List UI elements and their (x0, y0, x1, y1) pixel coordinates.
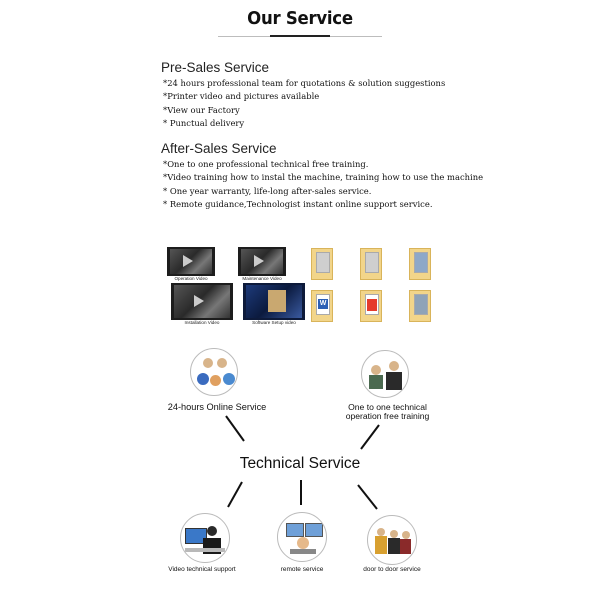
folder-icon[interactable] (360, 248, 382, 280)
play-icon (194, 295, 204, 307)
maintenance-video-thumbnail[interactable] (238, 247, 286, 276)
play-icon (183, 255, 193, 267)
presales-item: *24 hours professional team for quotatio… (163, 78, 446, 88)
folder-icon[interactable] (311, 248, 333, 280)
technical-service-title: Technical Service (239, 455, 361, 472)
video-support-label: Video technical support (168, 566, 236, 573)
training-label-line2: operation free training (345, 411, 430, 421)
play-icon (254, 255, 264, 267)
aftersales-item: * Remote guidance,Technologist instant o… (163, 198, 433, 209)
connector-line (227, 481, 243, 508)
connector-line (360, 424, 380, 450)
screen-window-icon (268, 290, 286, 312)
pdf-document-icon[interactable] (360, 290, 382, 322)
training-image (361, 350, 409, 398)
training-label-line1: One to one technical (348, 402, 427, 412)
installation-video-thumbnail[interactable] (171, 283, 233, 320)
software-setup-video-thumbnail[interactable] (243, 283, 305, 320)
door-to-door-label: door to door service (363, 566, 421, 573)
aftersales-list: *One to one professional technical free … (163, 158, 483, 211)
video-caption: Operation Video (174, 276, 208, 281)
online-service-label: 24-hours Online Service (167, 402, 267, 412)
online-service-image (190, 348, 238, 396)
video-caption: Software Setup video (252, 320, 296, 325)
word-document-icon[interactable]: W (311, 290, 333, 322)
connector-line (225, 415, 245, 442)
video-caption: Maintenance Video (242, 276, 282, 281)
aftersales-item: * One year warranty, life-long after-sal… (163, 185, 372, 196)
title-divider-accent (270, 35, 330, 37)
presales-item: *Printer video and pictures available (163, 91, 320, 102)
presales-heading: Pre-Sales Service (161, 60, 270, 75)
video-caption: Installation Video (184, 320, 220, 325)
remote-service-label: remote service (280, 566, 324, 573)
video-support-image (180, 513, 230, 563)
page-title: Our Service (247, 8, 353, 29)
aftersales-heading: After-Sales Service (161, 141, 277, 156)
connector-line (357, 484, 378, 510)
folder-icon[interactable] (409, 290, 431, 322)
presales-list: *24 hours professional team for quotatio… (163, 77, 445, 130)
folder-icon[interactable] (409, 248, 431, 280)
door-to-door-image (367, 515, 417, 565)
remote-service-image (277, 512, 327, 562)
aftersales-item: *One to one professional technical free … (163, 159, 369, 169)
aftersales-item: *Video training how to instal the machin… (163, 172, 484, 183)
operation-video-thumbnail[interactable] (167, 247, 215, 276)
presales-item: * Punctual delivery (163, 117, 245, 128)
presales-item: *View our Factory (163, 104, 240, 115)
